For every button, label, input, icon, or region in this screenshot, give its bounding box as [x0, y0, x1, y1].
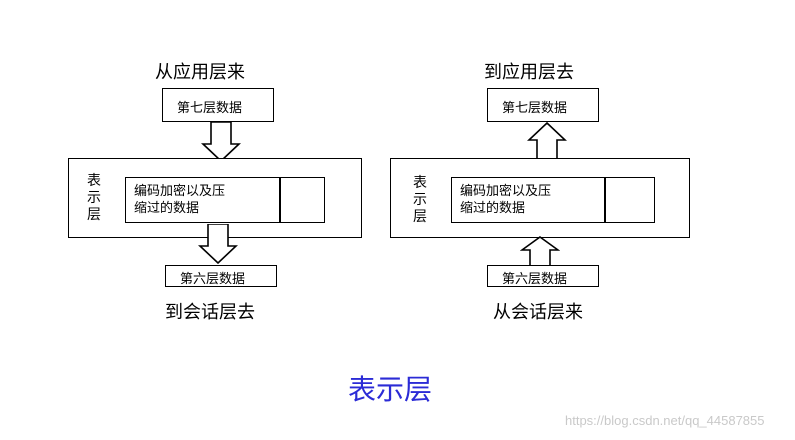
- right-bottom-box: 第六层数据: [487, 265, 599, 287]
- right-inner-text: 编码加密以及压 缩过的数据: [460, 183, 551, 217]
- right-layer-box: 表 示 层 编码加密以及压 缩过的数据: [390, 158, 690, 238]
- right-top-box: 第七层数据: [487, 88, 599, 122]
- left-down-arrow-top: [201, 122, 241, 162]
- right-bottom-label: 从会话层来: [493, 302, 583, 323]
- left-inner-text: 编码加密以及压 缩过的数据: [134, 183, 225, 217]
- left-layer-box: 表 示 层 编码加密以及压 缩过的数据: [68, 158, 362, 238]
- left-bottom-box: 第六层数据: [165, 265, 277, 287]
- right-inner-text-line-2: 缩过的数据: [460, 201, 526, 216]
- right-top-box-text: 第七层数据: [502, 101, 568, 116]
- right-inner-box: 编码加密以及压 缩过的数据: [451, 177, 655, 223]
- right-up-arrow-bottom: [520, 236, 560, 266]
- left-inner-divider: [279, 178, 281, 222]
- left-down-arrow-bottom: [198, 224, 238, 264]
- right-top-label: 到应用层去: [484, 62, 574, 83]
- left-bottom-box-text: 第六层数据: [180, 272, 246, 287]
- left-top-box: 第七层数据: [162, 88, 274, 122]
- left-bottom-label: 到会话层去: [165, 302, 255, 323]
- left-inner-text-line-2: 缩过的数据: [134, 201, 200, 216]
- right-layer-label-char-2: 示: [413, 192, 427, 208]
- left-layer-label: 表 示 层: [85, 173, 103, 224]
- right-inner-divider: [604, 178, 606, 222]
- right-bottom-box-text: 第六层数据: [502, 272, 568, 287]
- left-inner-text-line-1: 编码加密以及压: [134, 184, 226, 199]
- right-inner-text-line-1: 编码加密以及压: [460, 184, 552, 199]
- left-layer-label-char-1: 表: [87, 173, 101, 189]
- left-top-box-text: 第七层数据: [177, 101, 243, 116]
- right-layer-label: 表 示 层: [411, 175, 429, 226]
- watermark: https://blog.csdn.net/qq_44587855: [565, 413, 765, 428]
- left-inner-box: 编码加密以及压 缩过的数据: [125, 177, 325, 223]
- left-layer-label-char-2: 示: [87, 190, 101, 206]
- left-layer-label-char-3: 层: [87, 207, 101, 223]
- left-top-label: 从应用层来: [155, 62, 245, 83]
- right-layer-label-char-3: 层: [413, 209, 427, 225]
- right-layer-label-char-1: 表: [413, 175, 427, 191]
- caption-title: 表示层: [348, 373, 433, 406]
- right-up-arrow-top: [527, 122, 567, 162]
